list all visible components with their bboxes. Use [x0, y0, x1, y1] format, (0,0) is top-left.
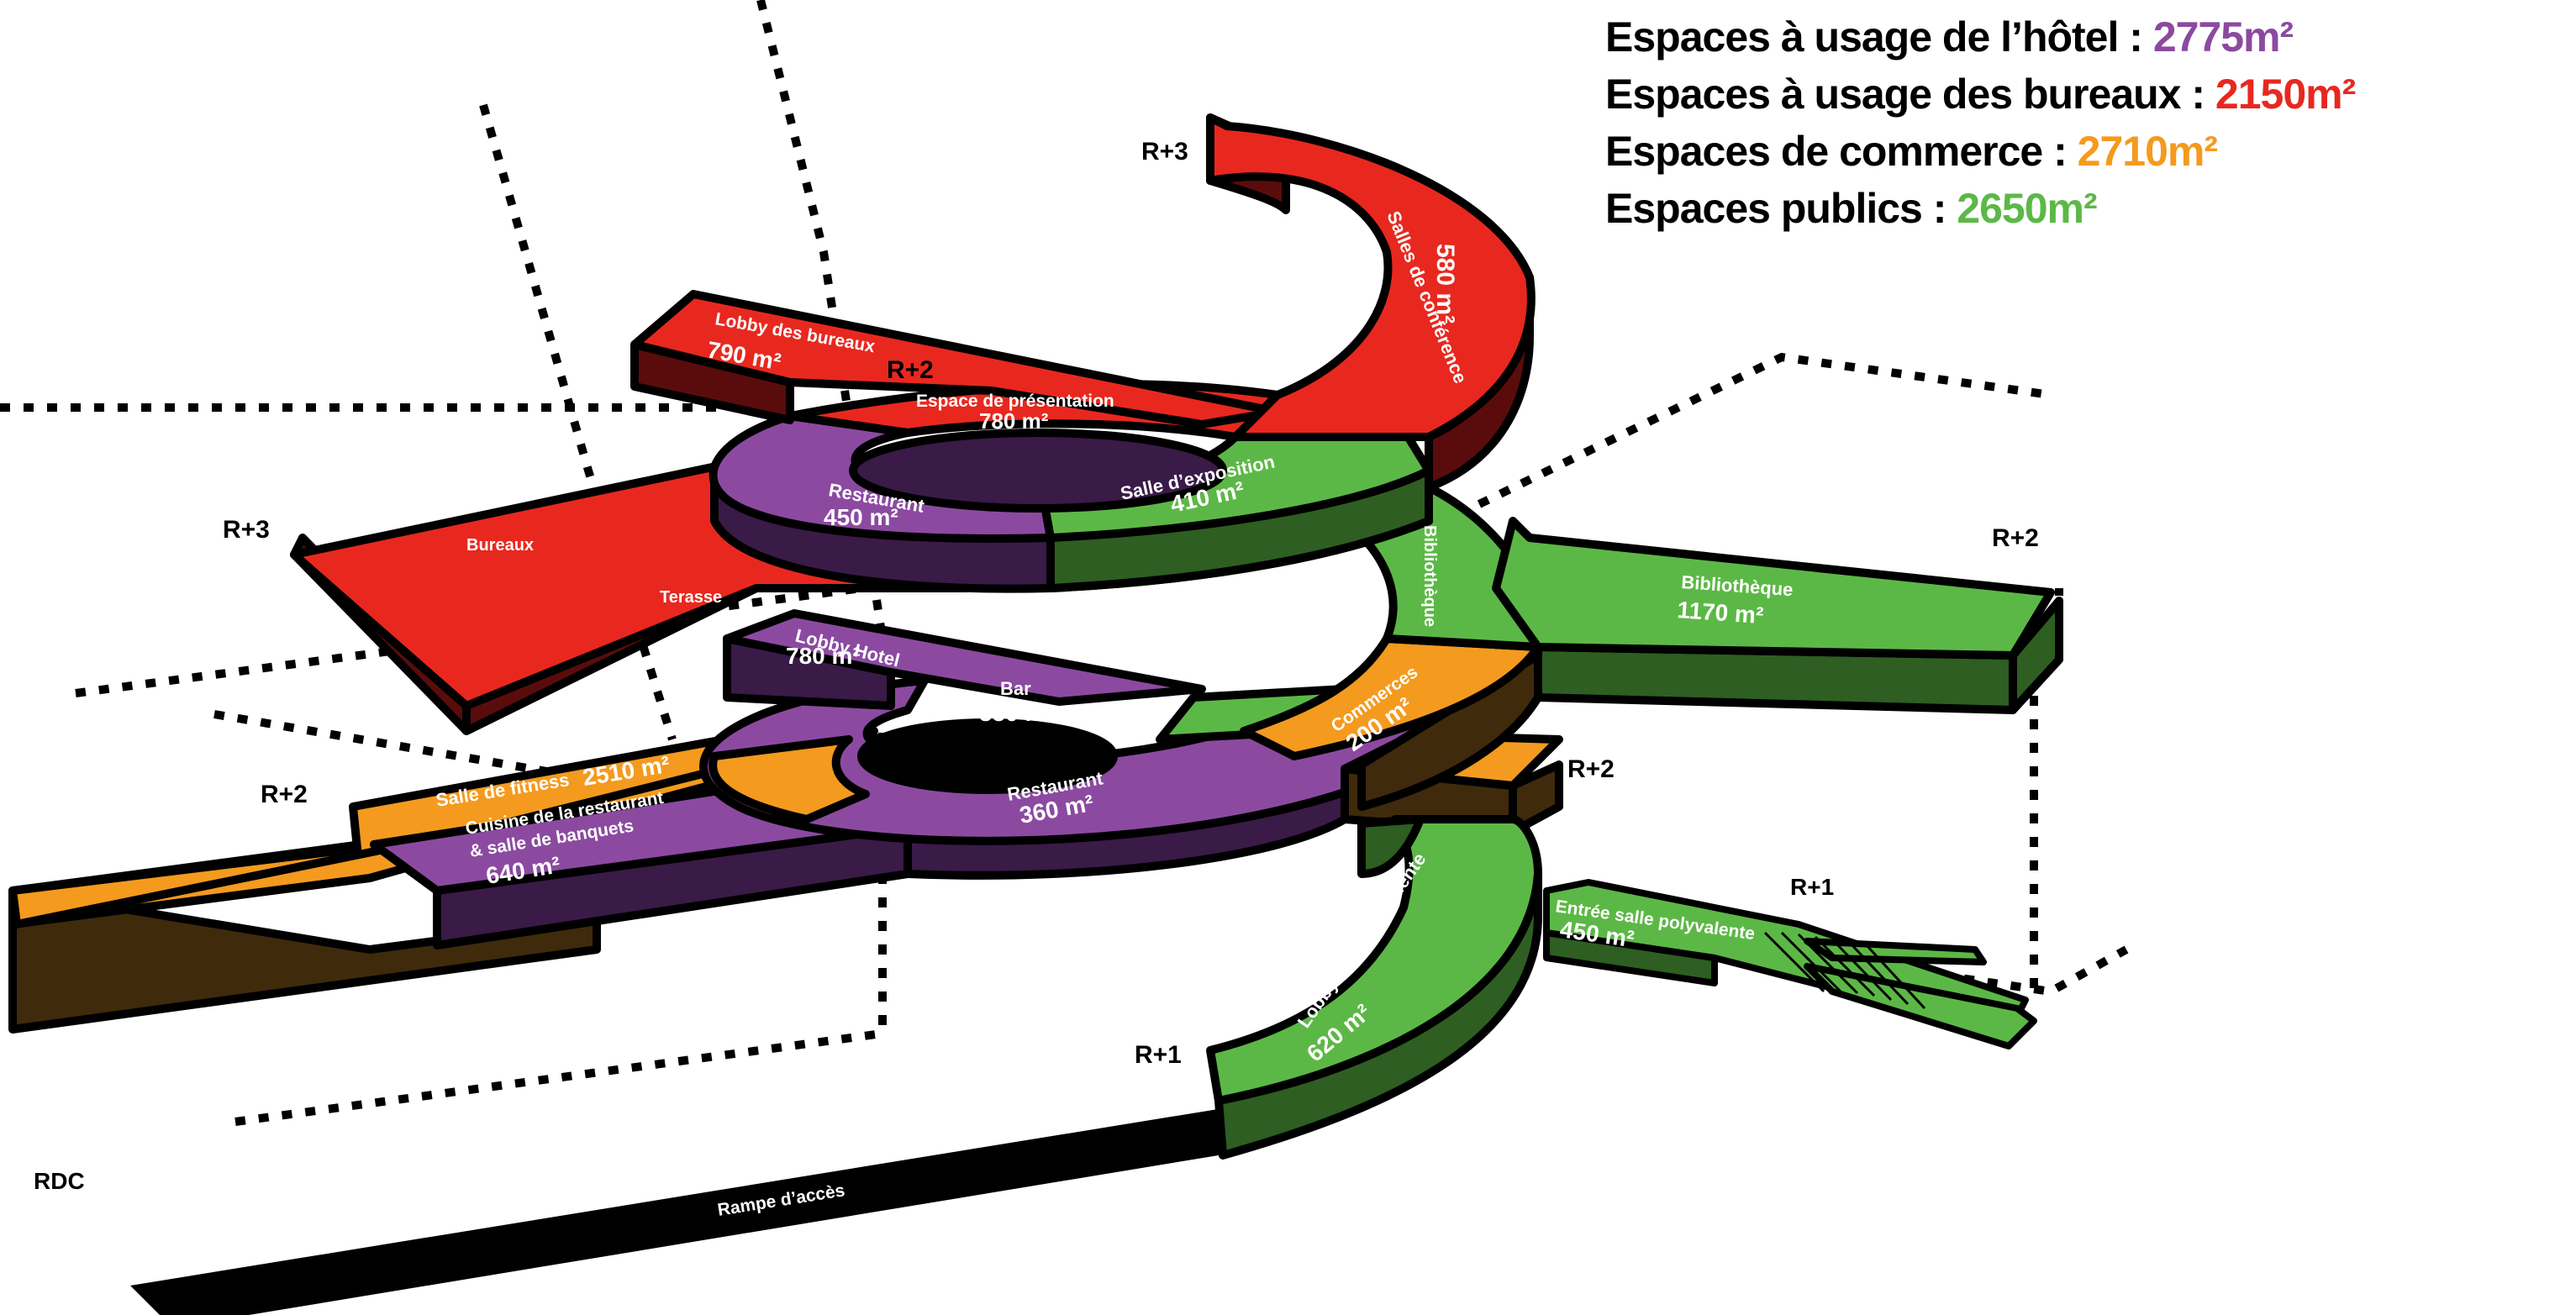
- label-bibliotheque-area: 1170 m²: [1677, 597, 1765, 629]
- legend-bureaux: Espaces à usage des bureaux : 2150m²: [1605, 66, 2563, 123]
- dotted-line-right-lower: [1428, 895, 2129, 997]
- dotted-line-right-top: [1477, 352, 2052, 508]
- legend-publics-label: Espaces publics :: [1605, 185, 1957, 232]
- legend-bureaux-value: 2150m²: [2215, 71, 2356, 118]
- legend-publics: Espaces publics : 2650m²: [1605, 180, 2563, 237]
- space-labels: Lobby des bureaux 790 m² Espace de prése…: [435, 208, 1794, 1220]
- rampe-surface: [130, 1105, 1244, 1315]
- dotted-line-bottom-left: [234, 1029, 883, 1126]
- level-r1-bottom: R+1: [1135, 1041, 1182, 1069]
- level-r2-right-upper: R+2: [1992, 524, 2039, 552]
- lower-green-spiral: [1206, 815, 1542, 1160]
- salle-fitness-block: [8, 714, 887, 1034]
- level-r2-center: R+2: [887, 356, 934, 384]
- legend-commerce-label: Espaces de commerce :: [1605, 128, 2078, 175]
- legend: Espaces à usage de l’hôtel : 2775m² Espa…: [1605, 8, 2563, 237]
- label-bar-area: 550 m²: [979, 700, 1054, 726]
- label-terasse-name: Terasse: [660, 588, 722, 607]
- label-bar-name: Bar: [1000, 678, 1031, 699]
- level-r3-left: R+3: [223, 516, 270, 544]
- bibliotheque-top: [1492, 517, 2055, 660]
- rampe-acces: [130, 1105, 1244, 1315]
- entree-polyvalente-block: [1543, 879, 2037, 1049]
- legend-commerce: Espaces de commerce : 2710m²: [1605, 123, 2563, 180]
- legend-publics-value: 2650m²: [1957, 185, 2097, 232]
- level-r2-left: R+2: [261, 781, 308, 808]
- upper-ring: [709, 380, 1433, 593]
- label-lobby-hotel-area: 780 m²: [786, 643, 861, 669]
- lobby-hotel-block: [723, 609, 1206, 710]
- level-r1-right: R+1: [1790, 874, 1834, 900]
- entree-stairs: [1763, 931, 1926, 1010]
- lower-ring-hole: [857, 718, 1118, 794]
- legend-hotel-value: 2775m²: [2152, 13, 2294, 60]
- level-r3-top: R+3: [1141, 138, 1188, 166]
- level-r2-right-lower: R+2: [1567, 755, 1615, 783]
- label-conference-area: 580 m²: [1431, 244, 1459, 323]
- top-red-arc: [1206, 113, 1536, 492]
- upper-ring-hole: [849, 429, 1227, 513]
- level-rdc: RDC: [34, 1168, 85, 1194]
- entree-stair-rail: [1804, 938, 1987, 965]
- lobby-hotel-top: [723, 609, 1206, 706]
- lower-ring-orange: [709, 735, 870, 823]
- dotted-line-left-diagonal: [479, 103, 677, 741]
- level-labels: R+3 R+3 R+2 R+2 R+2 R+2 R+1 R+1 RDC: [34, 138, 2039, 1194]
- middle-ring: [1240, 483, 1544, 811]
- legend-hotel: Espaces à usage de l’hôtel : 2775m²: [1605, 8, 2563, 66]
- bibliotheque-front: [2009, 597, 2063, 714]
- lobby-bureaux-top: [630, 290, 1282, 429]
- legend-bureaux-label: Espaces à usage des bureaux :: [1605, 71, 2215, 118]
- lobby-bureaux-block: [630, 290, 1282, 429]
- legend-commerce-value: 2710m²: [2077, 128, 2218, 175]
- label-bibliotheque-ring-name: Bibliothèque: [1420, 525, 1439, 627]
- top-arc-top: [1206, 113, 1536, 441]
- label-restaurant-top-area: 450 m²: [824, 504, 898, 530]
- fitness-side: [8, 886, 601, 1034]
- bibliotheque-block: [1492, 517, 2063, 714]
- lower-green-top: [1206, 815, 1542, 1105]
- legend-hotel-label: Espaces à usage de l’hôtel :: [1605, 13, 2153, 60]
- middle-ring-side: [1357, 651, 1542, 811]
- label-presentation-area: 780 m²: [979, 408, 1049, 434]
- green-connector-side: [1357, 815, 1425, 878]
- label-presentation-name: Espace de présentation: [916, 392, 1114, 411]
- label-bureaux-name: Bureaux: [466, 536, 534, 555]
